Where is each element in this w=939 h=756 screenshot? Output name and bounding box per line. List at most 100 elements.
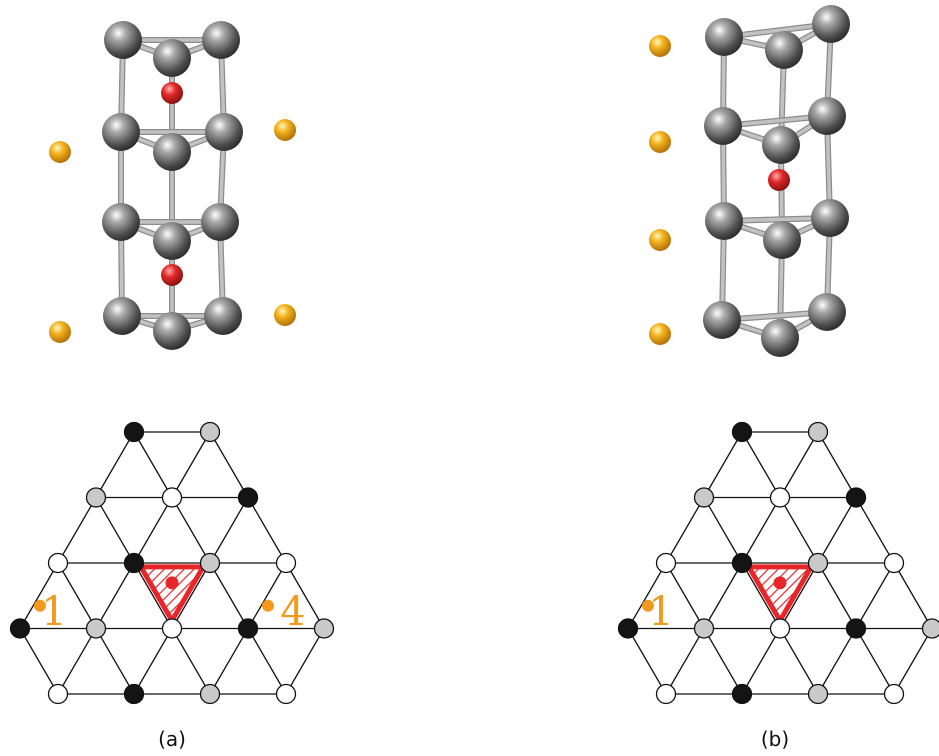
metal-atom	[762, 126, 800, 164]
lattice-site	[237, 487, 259, 508]
lattice-line	[817, 628, 857, 695]
crystal-structure-b	[649, 5, 850, 357]
lattice-site	[313, 618, 335, 639]
lattice-line	[665, 628, 705, 695]
lattice-site	[921, 618, 939, 639]
oxygen-atom	[768, 169, 790, 191]
site-label-b-1: 1	[648, 589, 673, 635]
lattice-line	[95, 562, 135, 629]
panel-label-a: (a)	[158, 727, 186, 751]
dopant-atom	[649, 323, 671, 345]
lattice-line	[817, 431, 857, 498]
hatched-triangle	[138, 564, 206, 624]
lattice-line	[133, 431, 173, 498]
center-dot	[165, 576, 179, 590]
lattice-site	[693, 618, 715, 639]
site-label-a-1: 1	[41, 589, 66, 635]
metal-atom	[812, 5, 850, 43]
lattice-line	[741, 431, 781, 498]
center-dot	[773, 576, 787, 590]
lattice-line	[627, 628, 667, 695]
site-label-a-4: 4	[280, 589, 305, 635]
lattice-line	[171, 497, 211, 564]
dopant-atom	[649, 35, 671, 57]
lattice-line	[95, 628, 135, 695]
lattice-site	[237, 618, 259, 639]
metal-atom	[201, 203, 239, 241]
lattice-line	[817, 497, 857, 564]
lattice-site	[85, 618, 107, 639]
metal-atom	[103, 297, 141, 335]
lattice-line	[741, 562, 781, 629]
dopant-atom	[274, 304, 296, 326]
metal-atom	[808, 293, 846, 331]
lattice-line	[209, 497, 249, 564]
lattice-site	[655, 683, 677, 705]
metal-atom	[104, 21, 142, 59]
lattice-line	[285, 628, 325, 695]
lattice-site	[123, 552, 145, 574]
lattice-site	[161, 487, 183, 508]
lattice-line	[209, 431, 249, 498]
panel-label-b: (b)	[761, 727, 789, 751]
lattice-line	[133, 562, 173, 629]
crystal-structure-a	[49, 21, 296, 350]
lattice-line	[703, 628, 743, 695]
dopant-atom	[49, 321, 71, 343]
dopant-atom	[649, 131, 671, 153]
lattice-line	[855, 628, 895, 695]
lattice-site	[199, 421, 221, 443]
metal-atom	[705, 202, 743, 240]
lattice-line	[627, 562, 667, 629]
lattice-site	[807, 552, 829, 574]
lattice-site	[845, 618, 867, 639]
lattice-line	[247, 628, 287, 695]
metal-atom	[704, 107, 742, 145]
lattice-site	[807, 683, 829, 705]
lattice-line	[703, 562, 743, 629]
metal-atom	[153, 39, 191, 77]
lattice-line	[817, 562, 857, 629]
dopant-atom	[649, 229, 671, 251]
lattice-line	[855, 497, 895, 564]
metal-atom	[202, 21, 240, 59]
lattice-site	[275, 552, 297, 574]
lattice-line	[133, 497, 173, 564]
lattice-site	[47, 552, 69, 574]
lattice-site	[199, 683, 221, 705]
lattice-line	[247, 497, 287, 564]
lattice-line	[209, 562, 249, 629]
lattice-line	[57, 497, 97, 564]
lattice-line	[171, 562, 211, 629]
triangular-lattice-b	[617, 421, 939, 705]
lattice-line	[171, 628, 211, 695]
triangular-lattice-a	[9, 421, 335, 705]
lattice-line	[703, 431, 743, 498]
lattice-site	[731, 552, 753, 574]
lattice-line	[209, 628, 249, 695]
lattice-line	[95, 497, 135, 564]
lattice-site	[883, 552, 905, 574]
metal-atom	[205, 113, 243, 151]
metal-atom	[153, 133, 191, 171]
lattice-site	[161, 618, 183, 639]
lattice-site	[123, 421, 145, 443]
lattice-site	[85, 487, 107, 508]
lattice-line	[665, 497, 705, 564]
lattice-site	[731, 421, 753, 443]
lattice-site	[123, 683, 145, 705]
lattice-line	[779, 628, 819, 695]
lattice-site	[769, 618, 791, 639]
lattice-line	[893, 628, 933, 695]
lattice-site	[199, 552, 221, 574]
dopant-atom	[49, 141, 71, 163]
dopant-site-1	[642, 599, 654, 612]
metal-atom	[153, 312, 191, 350]
lattice-site	[655, 552, 677, 574]
lattice-line	[779, 497, 819, 564]
lattice-site	[9, 618, 31, 639]
metal-atom	[153, 222, 191, 260]
lattice-line	[703, 497, 743, 564]
lattice-site	[617, 618, 639, 639]
lattice-line	[57, 628, 97, 695]
